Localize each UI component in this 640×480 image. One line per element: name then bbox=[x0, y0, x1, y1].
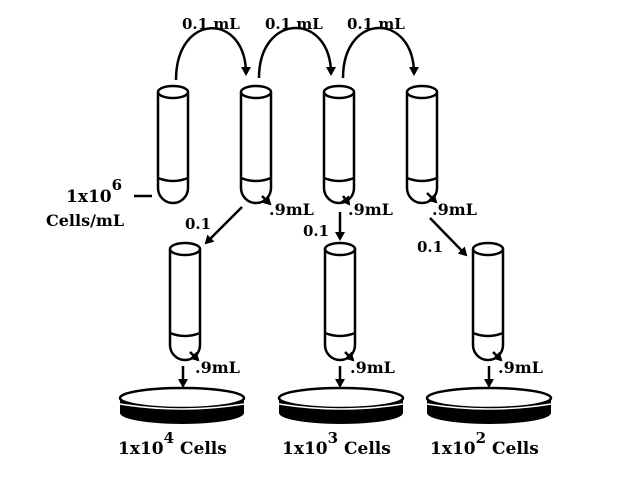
transfer-arrow-top-2 bbox=[257, 26, 336, 79]
stock-tube bbox=[156, 84, 190, 205]
petri-dish-3 bbox=[425, 386, 553, 424]
plating-tube-1 bbox=[168, 241, 202, 362]
plate-count-label-2: 1x103 Cells bbox=[282, 429, 391, 459]
volume-arrow-lower-3 bbox=[492, 351, 503, 362]
volume-arrow-upper-3 bbox=[426, 192, 438, 204]
volume-label-upper-1: .9mL bbox=[269, 200, 314, 219]
transfer-arrow-top-3 bbox=[341, 26, 419, 79]
petri-dish-1 bbox=[118, 386, 246, 424]
plate-count-label-1: 1x104 Cells bbox=[118, 429, 227, 459]
volume-arrow-upper-2 bbox=[340, 195, 351, 206]
transfer-arrow-down-3 bbox=[429, 217, 468, 257]
stock-unit-label: Cells/mL bbox=[46, 211, 124, 230]
plate-count-label-3: 1x102 Cells bbox=[430, 429, 539, 459]
volume-label-upper-3: .9mL bbox=[432, 200, 477, 219]
petri-dish-2 bbox=[277, 386, 405, 424]
transfer-label-down-3: 0.1 bbox=[417, 238, 443, 256]
volume-arrow-upper-1 bbox=[261, 195, 272, 206]
dilution-tube-2 bbox=[322, 84, 356, 205]
volume-label-upper-2: .9mL bbox=[348, 200, 393, 219]
transfer-label-down-2: 0.1 bbox=[303, 222, 329, 240]
transfer-label-top-1: 0.1 mL bbox=[182, 15, 240, 33]
dilution-tube-1 bbox=[239, 84, 273, 205]
volume-label-lower-3: .9mL bbox=[498, 358, 543, 377]
plating-tube-2 bbox=[323, 241, 357, 362]
volume-label-lower-2: .9mL bbox=[350, 358, 395, 377]
dilution-tube-3 bbox=[405, 84, 439, 205]
transfer-label-top-3: 0.1 mL bbox=[347, 15, 405, 33]
transfer-arrow-down-1 bbox=[204, 206, 243, 245]
volume-arrow-lower-2 bbox=[344, 351, 355, 362]
transfer-label-down-1: 0.1 bbox=[185, 215, 211, 233]
stock-concentration-label: 1x106 bbox=[66, 176, 122, 207]
plating-tube-3 bbox=[471, 241, 505, 362]
volume-arrow-lower-1 bbox=[189, 351, 200, 362]
volume-label-lower-1: .9mL bbox=[195, 358, 240, 377]
transfer-arrow-top-1 bbox=[174, 27, 251, 81]
transfer-label-top-2: 0.1 mL bbox=[265, 15, 323, 33]
